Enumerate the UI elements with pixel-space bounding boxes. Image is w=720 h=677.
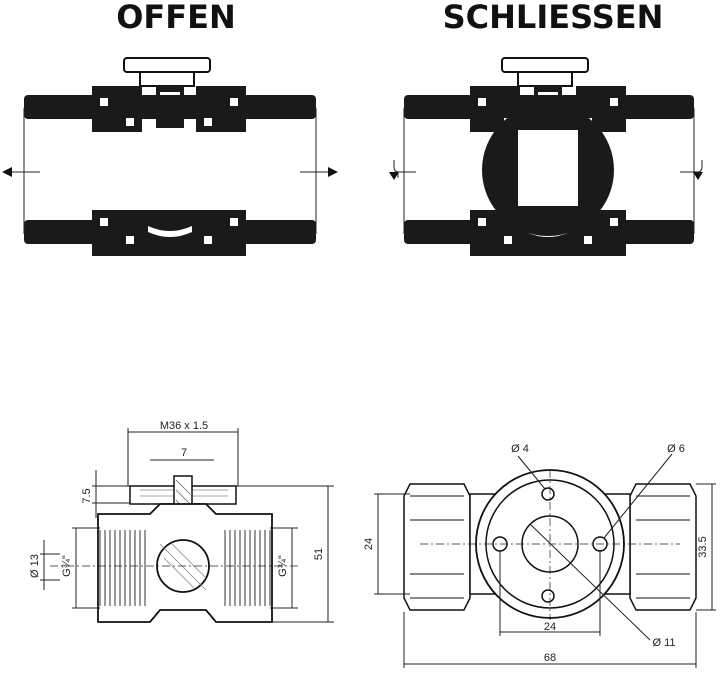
- dim-total-length: 68: [544, 652, 556, 664]
- dim-stem-width: 7: [181, 447, 187, 459]
- dim-hole-mid: Ø 6: [667, 443, 685, 455]
- dim-bore: Ø 13: [29, 554, 41, 578]
- dim-flange-width: 24: [544, 621, 556, 633]
- dim-center-hole: Ø 11: [652, 637, 675, 649]
- top-view-drawing: Ø 4 Ø 6 24 24 Ø 11 68 33.5: [363, 443, 716, 668]
- dim-stem-height: 7.5: [81, 488, 93, 503]
- dim-body-height: 51: [313, 548, 325, 560]
- title-close: SCHLIESSEN: [443, 0, 664, 36]
- dim-right-height: 33.5: [697, 536, 709, 557]
- dim-hole-small: Ø 4: [511, 443, 529, 455]
- closed-valve-schematic: [389, 57, 703, 256]
- title-open: OFFEN: [116, 0, 236, 36]
- open-valve-schematic: [2, 57, 338, 256]
- dim-flange-height: 24: [363, 538, 375, 550]
- section-drawing: M36 x 1.5 7 7.5: [29, 420, 334, 623]
- dim-thread: M36 x 1.5: [160, 420, 208, 432]
- dim-pipe-thread-right: G¾": [277, 555, 289, 577]
- dim-pipe-thread-left: G¾": [61, 555, 73, 577]
